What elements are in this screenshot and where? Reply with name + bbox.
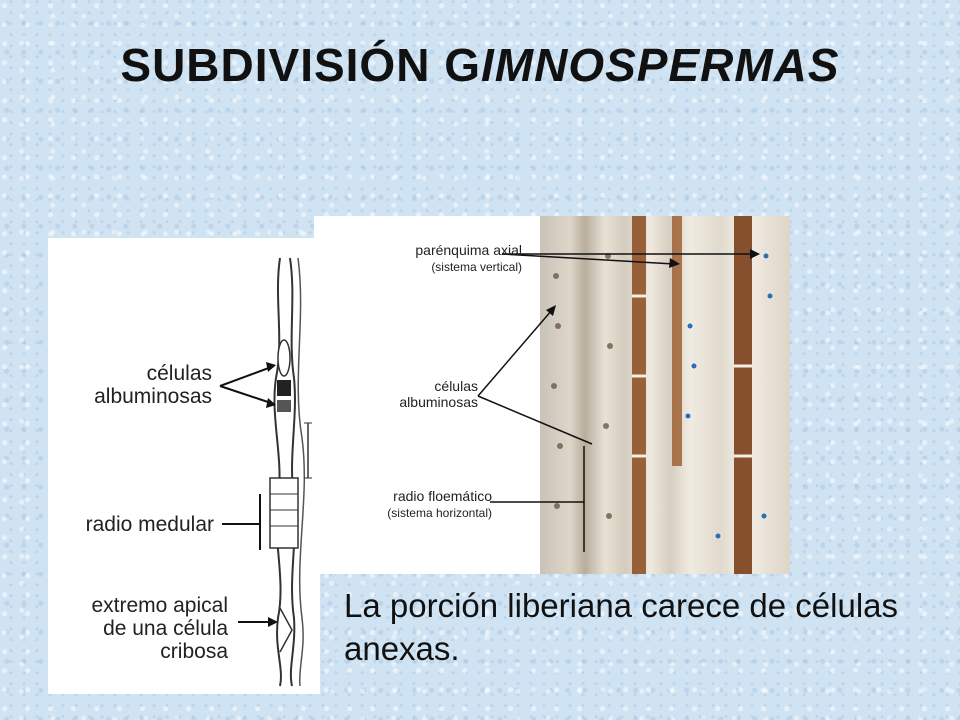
- label-parenquima-axial: parénquima axial (sistema vertical): [352, 242, 522, 275]
- sieve-cell-diagram: células albuminosas radio medular extrem…: [48, 238, 320, 694]
- label-radio-floematico: radio floemático (sistema horizontal): [352, 488, 492, 521]
- slide-caption: La porción liberiana carece de células a…: [344, 587, 899, 667]
- micrograph-overlay: [477, 216, 773, 574]
- title-italic: IMNOSPERMAS: [481, 39, 840, 91]
- slide-title: SUBDIVISIÓN GIMNOSPERMAS: [0, 38, 960, 92]
- label-celulas-albuminosas-right: células albuminosas: [399, 378, 478, 410]
- label-radio-sub: (sistema horizontal): [387, 506, 492, 520]
- label-parenquima-sub: (sistema vertical): [431, 260, 522, 274]
- label-radio-main: radio floemático: [393, 488, 492, 504]
- label-extremo-apical: extremo apical de una célula cribosa: [91, 594, 228, 663]
- label-celulas-albuminosas-left: células albuminosas: [94, 362, 212, 408]
- label-parenquima-main: parénquima axial: [415, 242, 522, 258]
- title-main: SUBDIVISIÓN G: [120, 39, 481, 91]
- sieve-cell-drawing: [219, 257, 312, 687]
- micrograph-panel: parénquima axial (sistema vertical) célu…: [314, 216, 790, 574]
- label-radio-medular: radio medular: [85, 513, 214, 536]
